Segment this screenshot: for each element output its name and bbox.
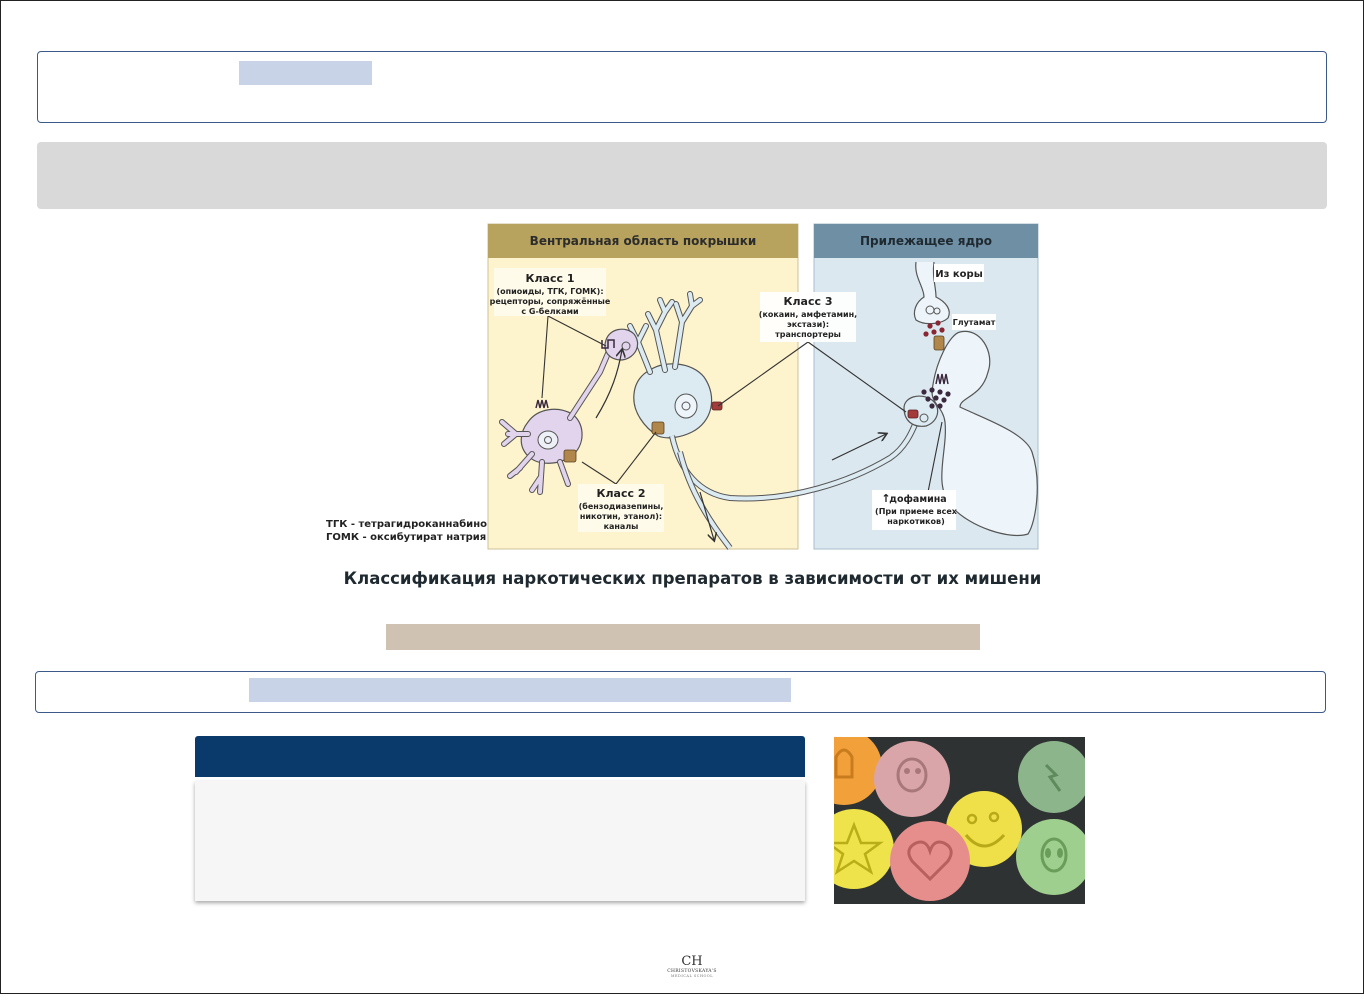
class2-line-1: (бензодиазепины, <box>579 501 664 511</box>
pill-green-bolt <box>1018 741 1085 813</box>
pills-image <box>834 737 1085 904</box>
right-panel-header <box>814 224 1038 258</box>
tan-highlight-bar <box>386 624 980 650</box>
class3-line-2: экстази): <box>787 320 829 329</box>
glutamate-vesicles <box>923 320 945 337</box>
class3-line-3: транспортеры <box>775 330 841 339</box>
neuron-diagram-figure: ТГК - тетрагидроканнабинол ГОМК - оксибу… <box>320 222 1050 552</box>
pill-green-alien <box>1016 819 1085 895</box>
class3-title: Класс 3 <box>784 295 833 308</box>
highlight-placeholder <box>239 61 372 85</box>
card-body <box>195 781 805 901</box>
pill-orange-partial <box>834 737 882 805</box>
glutamate-label: Глутамат <box>953 318 996 327</box>
class1-line-2: рецепторы, сопряжённые <box>490 297 611 306</box>
class1-line-3: с G-белками <box>521 306 578 316</box>
dopamine-line-3: наркотиков) <box>887 517 944 526</box>
legend-note-1: ТГК - тетрагидроканнабинол <box>326 518 494 530</box>
class2-title: Класс 2 <box>597 487 646 500</box>
pill-pink-heart <box>890 821 970 901</box>
school-logo: CH CHRISTOVSKAYA'S MEDICAL SCHOOL <box>662 955 722 989</box>
dopamine-vesicles <box>921 387 951 409</box>
figure-caption: Классификация наркотических препаратов в… <box>343 569 1042 588</box>
class2-line-2: никотин, этанол): <box>580 512 662 521</box>
top-text-box <box>37 51 1327 123</box>
ecstasy-pills-photo <box>834 737 1085 904</box>
dopamine-line-2: (При приеме всех <box>875 507 958 516</box>
gray-banner <box>37 142 1327 209</box>
logo-line-2: MEDICAL SCHOOL <box>670 974 714 978</box>
pill-yellow-star <box>834 809 894 889</box>
right-panel-title: Прилежащее ядро <box>860 234 992 248</box>
cortex-terminal <box>913 261 950 325</box>
logo-line-1: CHRISTOVSKAYA'S <box>667 969 717 974</box>
dopamine-neuron <box>633 363 713 439</box>
class1-title: Класс 1 <box>526 272 575 285</box>
dopamine-line-1: дофамина <box>889 494 946 505</box>
class3-label-box <box>760 292 856 342</box>
neuron-diagram: ТГК - тетрагидроканнабинол ГОМК - оксибу… <box>326 223 1039 550</box>
dopamine-arrow: ↑ <box>881 492 890 505</box>
class2-label-box <box>578 484 664 532</box>
class3-line-1: (кокаин, амфетамин, <box>759 310 857 319</box>
logo-monogram: CH <box>681 954 703 969</box>
class1-line-1: (опиоиды, ТГК, ГОМК): <box>496 287 603 296</box>
left-panel-title: Вентральная область покрышки <box>530 234 757 248</box>
from-cortex-label: Из коры <box>935 269 983 280</box>
middle-text-box <box>35 671 1326 713</box>
dopamine-label-box <box>872 490 956 530</box>
class1-label-box <box>494 268 606 316</box>
card-header <box>195 736 805 777</box>
pill-pink-skull <box>874 741 950 817</box>
class2-line-3: каналы <box>604 522 639 531</box>
legend-note-2: ГОМК - оксибутират натрия <box>326 531 486 543</box>
highlight-placeholder-wide <box>249 678 791 702</box>
left-panel-header <box>488 224 798 258</box>
